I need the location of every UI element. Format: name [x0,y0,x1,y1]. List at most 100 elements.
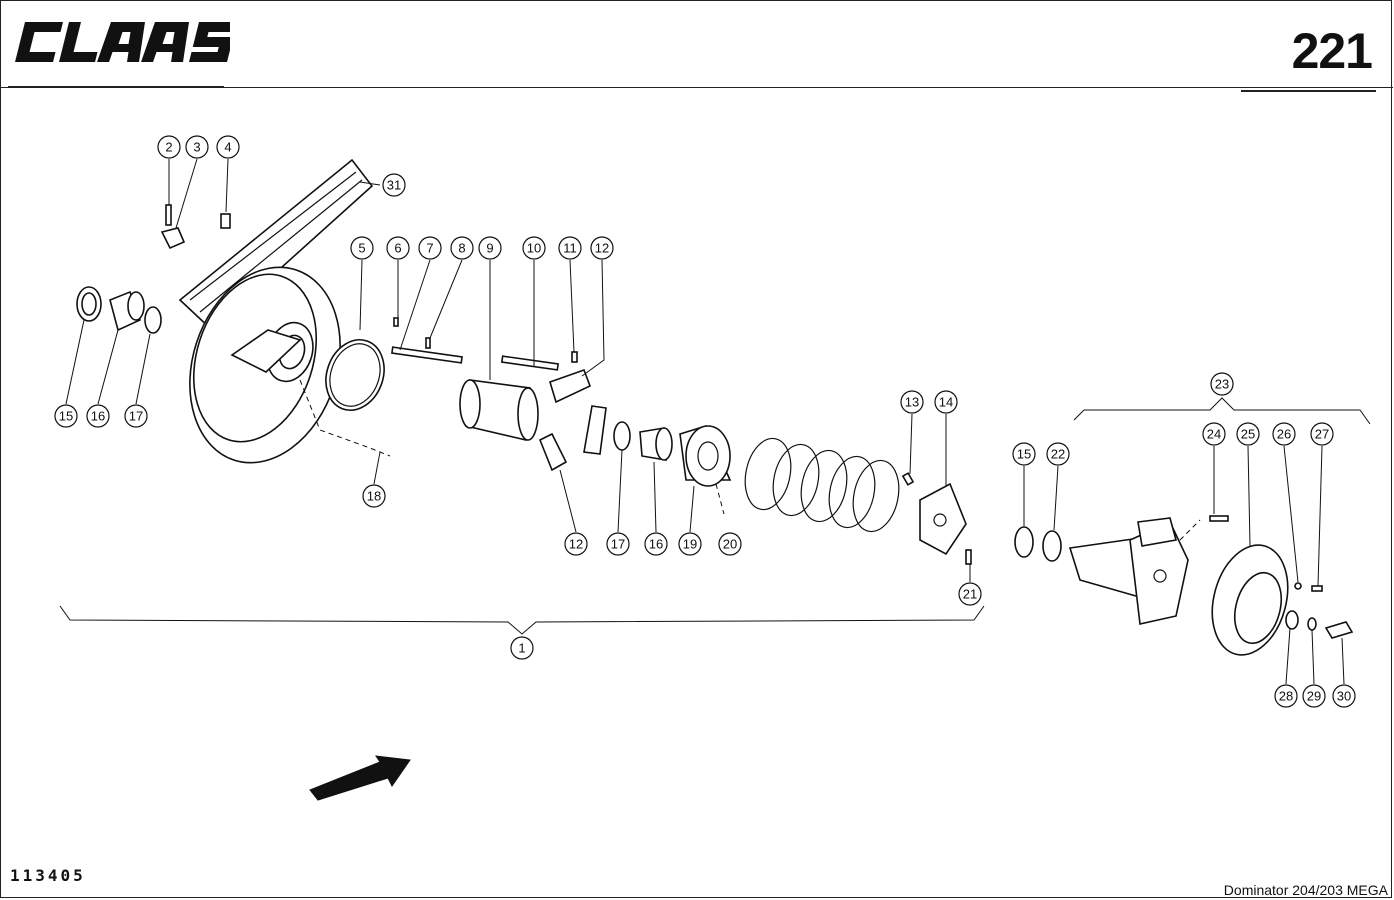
part-callout: 20 [718,532,742,556]
part-callout-label: 21 [963,587,977,602]
part-callout: 19 [678,532,702,556]
washer-part [1307,617,1317,631]
part-callout: 21 [958,582,982,606]
part-callout: 5 [350,236,374,260]
part-callout: 28 [1274,684,1298,708]
bolt-part [1311,585,1323,592]
page-number: 221 [1291,23,1373,79]
part-callout: 15 [1012,442,1036,466]
part-callout: 25 [1236,422,1260,446]
bolt-part [1209,515,1229,522]
left-bushing-group [76,286,162,334]
bushing-part [639,427,673,461]
part-callout: 22 [1046,442,1070,466]
part-callout: 12 [590,236,614,260]
part-callout-label: 11 [563,241,577,256]
washer-part [1294,582,1302,590]
ring-part [1014,526,1034,558]
part-callout-label: 2 [165,140,172,155]
part-callout-label: 12 [569,537,583,552]
part-callout: 14 [934,390,958,414]
ring-part [1042,530,1062,562]
part-callout: 27 [1310,422,1334,446]
part-callout: 6 [386,236,410,260]
key-part [500,355,560,371]
screw-nut-group [160,204,231,250]
snap-ring-part [325,339,385,411]
hub-part [679,425,732,487]
part-callout-label: 22 [1051,447,1065,462]
part-callout-label: 18 [367,489,381,504]
part-callout: 1 [510,636,534,660]
part-callout-label: 9 [486,241,493,256]
segment-part [549,368,592,404]
part-callout: 30 [1332,684,1356,708]
part-callout: 7 [418,236,442,260]
part-callout: 4 [216,135,240,159]
part-callout-label: 8 [458,241,465,256]
part-callout-label: 7 [426,241,433,256]
nut-part [1285,610,1299,630]
part-callout: 24 [1202,422,1226,446]
part-callout-label: 28 [1279,689,1293,704]
assembly-bracket [59,605,985,635]
screw-part [901,472,915,486]
bolt-part [1324,621,1354,639]
part-callout: 9 [478,236,502,260]
flange-part [919,482,967,556]
o-ring-part [613,421,631,451]
part-callout-label: 16 [91,409,105,424]
part-callout: 16 [644,532,668,556]
part-callout: 26 [1272,422,1296,446]
model-caption: Dominator 204/203 MEGA [1223,882,1388,898]
header-divider [0,87,1393,88]
part-callout-label: 14 [939,395,953,410]
part-callout: 23 [1210,372,1234,396]
brand-underline [8,86,224,88]
key-part [391,346,463,364]
part-callout: 3 [185,135,209,159]
part-callout-label: 30 [1337,689,1351,704]
part-callout: 15 [54,404,78,428]
part-callout-label: 3 [193,140,200,155]
spring-part [744,437,900,533]
part-callout-label: 17 [129,409,143,424]
pin-part [571,351,578,363]
part-callout-label: 1 [518,641,525,656]
part-callout: 18 [362,484,386,508]
drum-part [1211,544,1289,656]
part-callout-label: 31 [387,178,401,193]
part-callout: 2 [157,135,181,159]
segment-part [583,405,607,455]
part-callout-label: 15 [1017,447,1031,462]
part-callout-label: 5 [358,241,365,256]
part-callout: 16 [86,404,110,428]
part-callout-label: 26 [1277,427,1291,442]
part-callout-label: 19 [683,537,697,552]
screw-part [965,549,972,565]
claas-logo-icon [15,22,238,62]
part-callout: 29 [1302,684,1326,708]
part-callout-label: 10 [527,241,541,256]
part-callout: 17 [124,404,148,428]
part-callout: 11 [558,236,582,260]
part-callout: 31 [382,173,406,197]
part-callout: 10 [522,236,546,260]
part-callout: 8 [450,236,474,260]
pin-part [393,317,399,327]
part-callout-label: 23 [1215,377,1229,392]
pin-part [425,337,431,349]
belt-part [178,158,374,332]
page-number-underline [1241,90,1376,92]
part-callout-label: 15 [59,409,73,424]
brand-logo [8,18,238,66]
pulley-part [189,266,341,464]
drawing-number: 113405 [10,866,86,885]
part-callout-label: 20 [723,537,737,552]
part-callout-label: 27 [1315,427,1329,442]
part-callout-label: 16 [649,537,663,552]
part-callout-label: 24 [1207,427,1221,442]
